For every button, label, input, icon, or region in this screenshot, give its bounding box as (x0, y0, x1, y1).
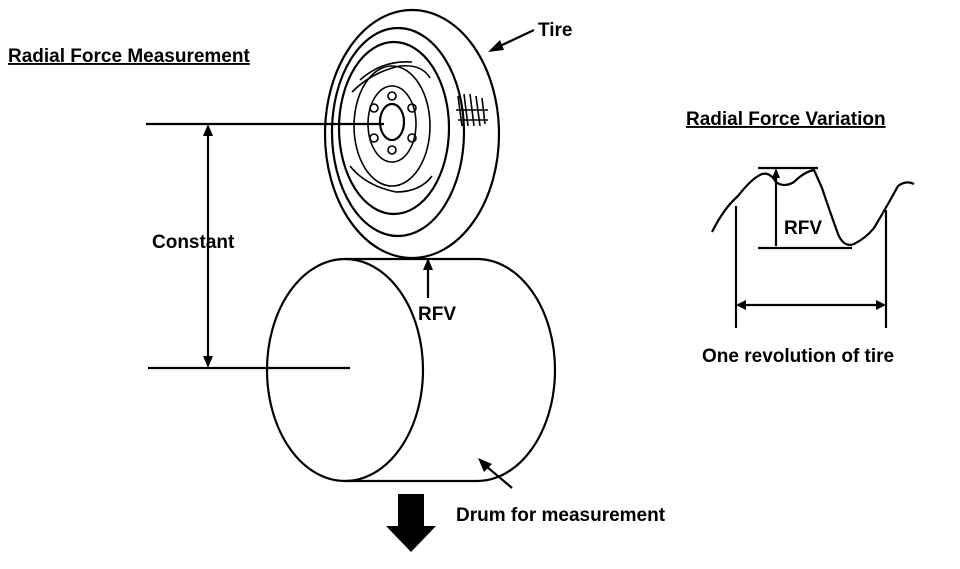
rfv-contact-arrow-icon (423, 258, 433, 298)
rfv-waveform (711, 166, 915, 328)
drum-pointer-arrow-icon (478, 458, 513, 489)
radial-force-measurement-title: Radial Force Measurement (8, 46, 250, 67)
revolution-label: One revolution of tire (702, 346, 894, 367)
tire-pointer-arrow-icon (488, 29, 535, 52)
tire-illustration (323, 8, 501, 260)
rfv-contact-label: RFV (418, 304, 456, 325)
down-arrow-icon (386, 494, 436, 552)
constant-label: Constant (152, 232, 235, 253)
radial-force-variation-title: Radial Force Variation (686, 109, 886, 130)
drum-label: Drum for measurement (456, 505, 666, 526)
drum-illustration (265, 257, 557, 483)
constant-dimension-arrow (203, 124, 213, 368)
tire-label: Tire (538, 20, 573, 41)
rfv-variation-label: RFV (784, 218, 822, 239)
